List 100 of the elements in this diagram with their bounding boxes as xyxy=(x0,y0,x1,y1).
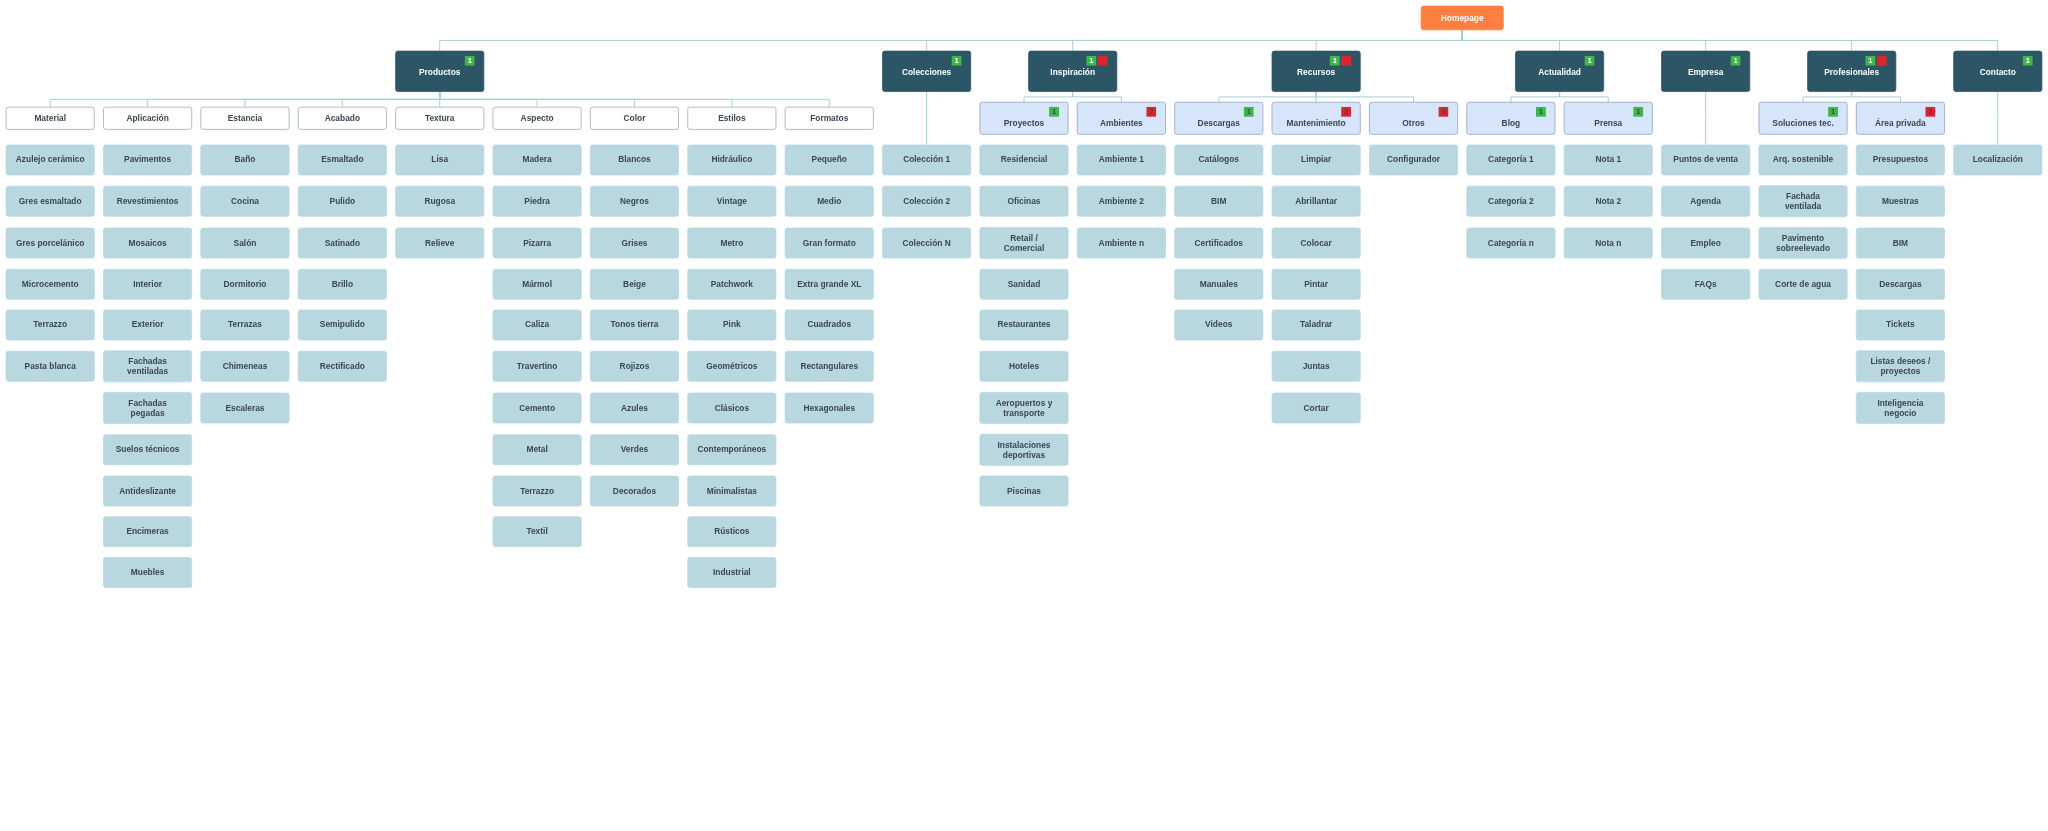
connector xyxy=(1559,91,1609,103)
node-box: Agenda xyxy=(1661,185,1751,217)
node-box: Aplicación xyxy=(103,106,193,130)
node-box: Gres porcelánico xyxy=(5,227,95,259)
node-box: Fachadas pegadas xyxy=(103,392,193,424)
node-box: Taladrar xyxy=(1271,309,1361,341)
node-box: Contemporáneos xyxy=(687,434,777,466)
node-box: Gran formato xyxy=(784,227,874,259)
node-box: Manuales xyxy=(1174,268,1264,300)
node-box: Formatos xyxy=(784,106,874,130)
node-box: Rugosa xyxy=(395,185,485,217)
node-box: Interior xyxy=(103,268,193,300)
node-box: Hoteles xyxy=(979,350,1069,382)
node-box: Esmaltado xyxy=(297,144,387,176)
node-box: Rectangulares xyxy=(784,350,874,382)
node-box: Nota n xyxy=(1563,227,1653,259)
node-box: Cortar xyxy=(1271,392,1361,424)
node-box: Estilos xyxy=(687,106,777,130)
node-box: Brillo xyxy=(297,268,387,300)
node-box: Rústicos xyxy=(687,516,777,548)
node-box: Muestras xyxy=(1855,185,1945,217)
node-box: Terrazas xyxy=(200,309,290,341)
node-box: Decorados xyxy=(590,475,679,507)
node-box: Metro xyxy=(687,227,777,259)
node-box: Cemento xyxy=(492,392,582,424)
node-box: Homepage xyxy=(1420,5,1504,31)
node-box: BIM xyxy=(1174,185,1264,217)
node-box: Extra grande XL xyxy=(784,268,874,300)
node-box: Instalaciones deportivas xyxy=(979,433,1069,466)
connector xyxy=(1705,91,1707,146)
node-box: Colección 1 xyxy=(882,144,972,176)
node-box: Satinado xyxy=(297,227,387,259)
node-box: Pavimento sobreelevado xyxy=(1758,227,1848,259)
node-box: Corte de agua xyxy=(1758,268,1848,300)
node-box: Terrazzo xyxy=(492,475,582,507)
node-box: Baño xyxy=(200,144,290,176)
node-box: Gres esmaltado xyxy=(5,185,95,217)
node-box: Mármol xyxy=(492,268,582,300)
node-box: Encimeras xyxy=(103,516,193,548)
node-box: Oficinas xyxy=(979,185,1069,217)
node-box: Aeropuertos y transporte xyxy=(979,392,1069,424)
node-box: Fachadas ventiladas xyxy=(103,350,193,383)
node-box: Escaleras xyxy=(200,392,290,424)
node-box: Antideslizante xyxy=(103,475,193,507)
node-box: Acabado xyxy=(297,106,387,130)
node-box: Pintar xyxy=(1271,268,1361,300)
node-box: Metal xyxy=(492,434,582,466)
node-box: Puntos de venta xyxy=(1661,144,1751,176)
node-box: Listas deseos / proyectos xyxy=(1855,350,1945,383)
node-box: Salón xyxy=(200,227,290,259)
node-box: Nota 1 xyxy=(1563,144,1653,176)
node-box: Certificados xyxy=(1174,227,1264,259)
node-box: Travertino xyxy=(492,350,582,382)
node-box: Vintage xyxy=(687,185,777,217)
node-box: Sanidad xyxy=(979,268,1069,300)
node-box: Categoría 2 xyxy=(1466,185,1556,217)
node-box: FAQs xyxy=(1661,268,1751,300)
node-box: BIM xyxy=(1855,227,1945,259)
node-box: Rectificado xyxy=(297,350,387,382)
node-box: Pequeño xyxy=(784,144,874,176)
node-box: Pasta blanca xyxy=(5,350,95,382)
node-box: Minimalistas xyxy=(687,475,777,507)
node-box: Empleo xyxy=(1661,227,1751,259)
node-box: Restaurantes xyxy=(979,309,1069,341)
node-box: Exterior xyxy=(103,309,193,341)
node-box: Inteligencia negocio xyxy=(1855,392,1945,424)
node-box: Arq. sostenible xyxy=(1758,144,1848,176)
node-box: Suelos técnicos xyxy=(103,434,193,466)
node-box: Catálogos xyxy=(1174,144,1264,176)
node-box: Presupuestos xyxy=(1855,144,1945,176)
node-box: Blancos xyxy=(590,144,679,176)
node-box: Pizarra xyxy=(492,227,582,259)
node-box: Verdes xyxy=(590,434,679,466)
connector xyxy=(1072,91,1122,103)
node-box: Colección N xyxy=(882,227,972,259)
node-box: Azulejo cerámico xyxy=(5,144,95,176)
node-box: Geométricos xyxy=(687,350,777,382)
node-box: Abrillantar xyxy=(1271,185,1361,217)
node-box: Ambiente 2 xyxy=(1076,185,1166,217)
node-box: Revestimientos xyxy=(103,185,193,217)
node-box: Grises xyxy=(590,227,679,259)
node-box: Colocar xyxy=(1271,227,1361,259)
node-box: Hidráulico xyxy=(687,144,777,176)
node-box: Microcemento xyxy=(5,268,95,300)
node-box: Material xyxy=(5,106,95,130)
node-box: Industrial xyxy=(687,557,777,588)
node-box: Juntas xyxy=(1271,350,1361,382)
node-box: Tonos tierra xyxy=(590,309,679,341)
node-box: Muebles xyxy=(103,557,193,588)
node-box: Localización xyxy=(1953,144,2043,176)
node-box: Caliza xyxy=(492,309,582,341)
node-box: Textura xyxy=(395,106,485,130)
connector xyxy=(1997,91,1999,146)
node-box: Categoría 1 xyxy=(1466,144,1556,176)
node-box: Configurador xyxy=(1369,144,1459,176)
node-box: Retail / Comercial xyxy=(979,227,1069,259)
node-box: Ambiente n xyxy=(1076,227,1166,259)
node-box: Limpiar xyxy=(1271,144,1361,176)
node-box: Pavimentos xyxy=(103,144,193,176)
node-box: Color xyxy=(590,106,679,130)
